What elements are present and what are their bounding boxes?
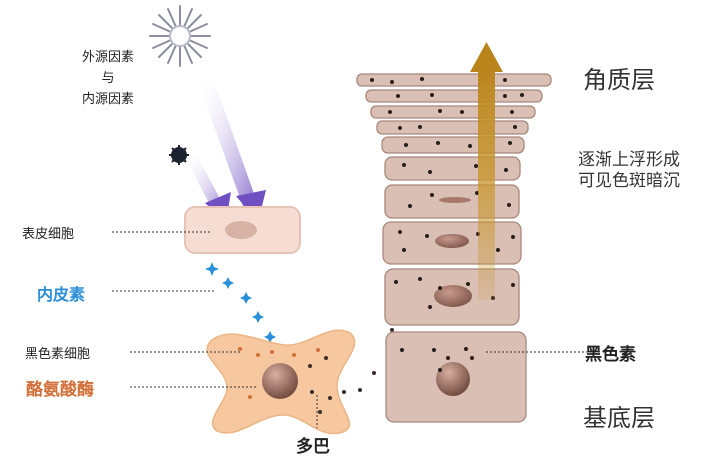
- melanocyte-shape: [206, 328, 394, 435]
- sun-icon: [149, 5, 211, 67]
- uv-ray-arrows: [186, 78, 266, 222]
- label-endothelin: 内皮素: [37, 285, 86, 304]
- layer-nuclei: [434, 197, 472, 396]
- label-external-internal-factors: 外源因素 与 内源因素: [81, 50, 134, 107]
- label-epidermal-cell: 表皮细胞: [22, 227, 75, 242]
- label-melanocyte: 黑色素细胞: [25, 347, 91, 362]
- pollutant-particle-icon: [169, 145, 189, 165]
- label-stratum-corneum: 角质层: [583, 66, 655, 94]
- label-rise-description: 逐渐上浮形成 可见色斑暗沉: [578, 150, 680, 191]
- label-melanin: 黑色素: [585, 345, 636, 365]
- leader-lines: [112, 231, 600, 428]
- epidermal-cell-shape: [184, 206, 301, 254]
- label-dopa: 多巴: [296, 437, 330, 457]
- label-tyrosinase: 酪氨酸酶: [26, 380, 94, 400]
- rising-melanin-arrow: [470, 42, 503, 300]
- label-basal-layer: 基底层: [583, 404, 655, 432]
- endothelin-sparkles: [205, 262, 276, 343]
